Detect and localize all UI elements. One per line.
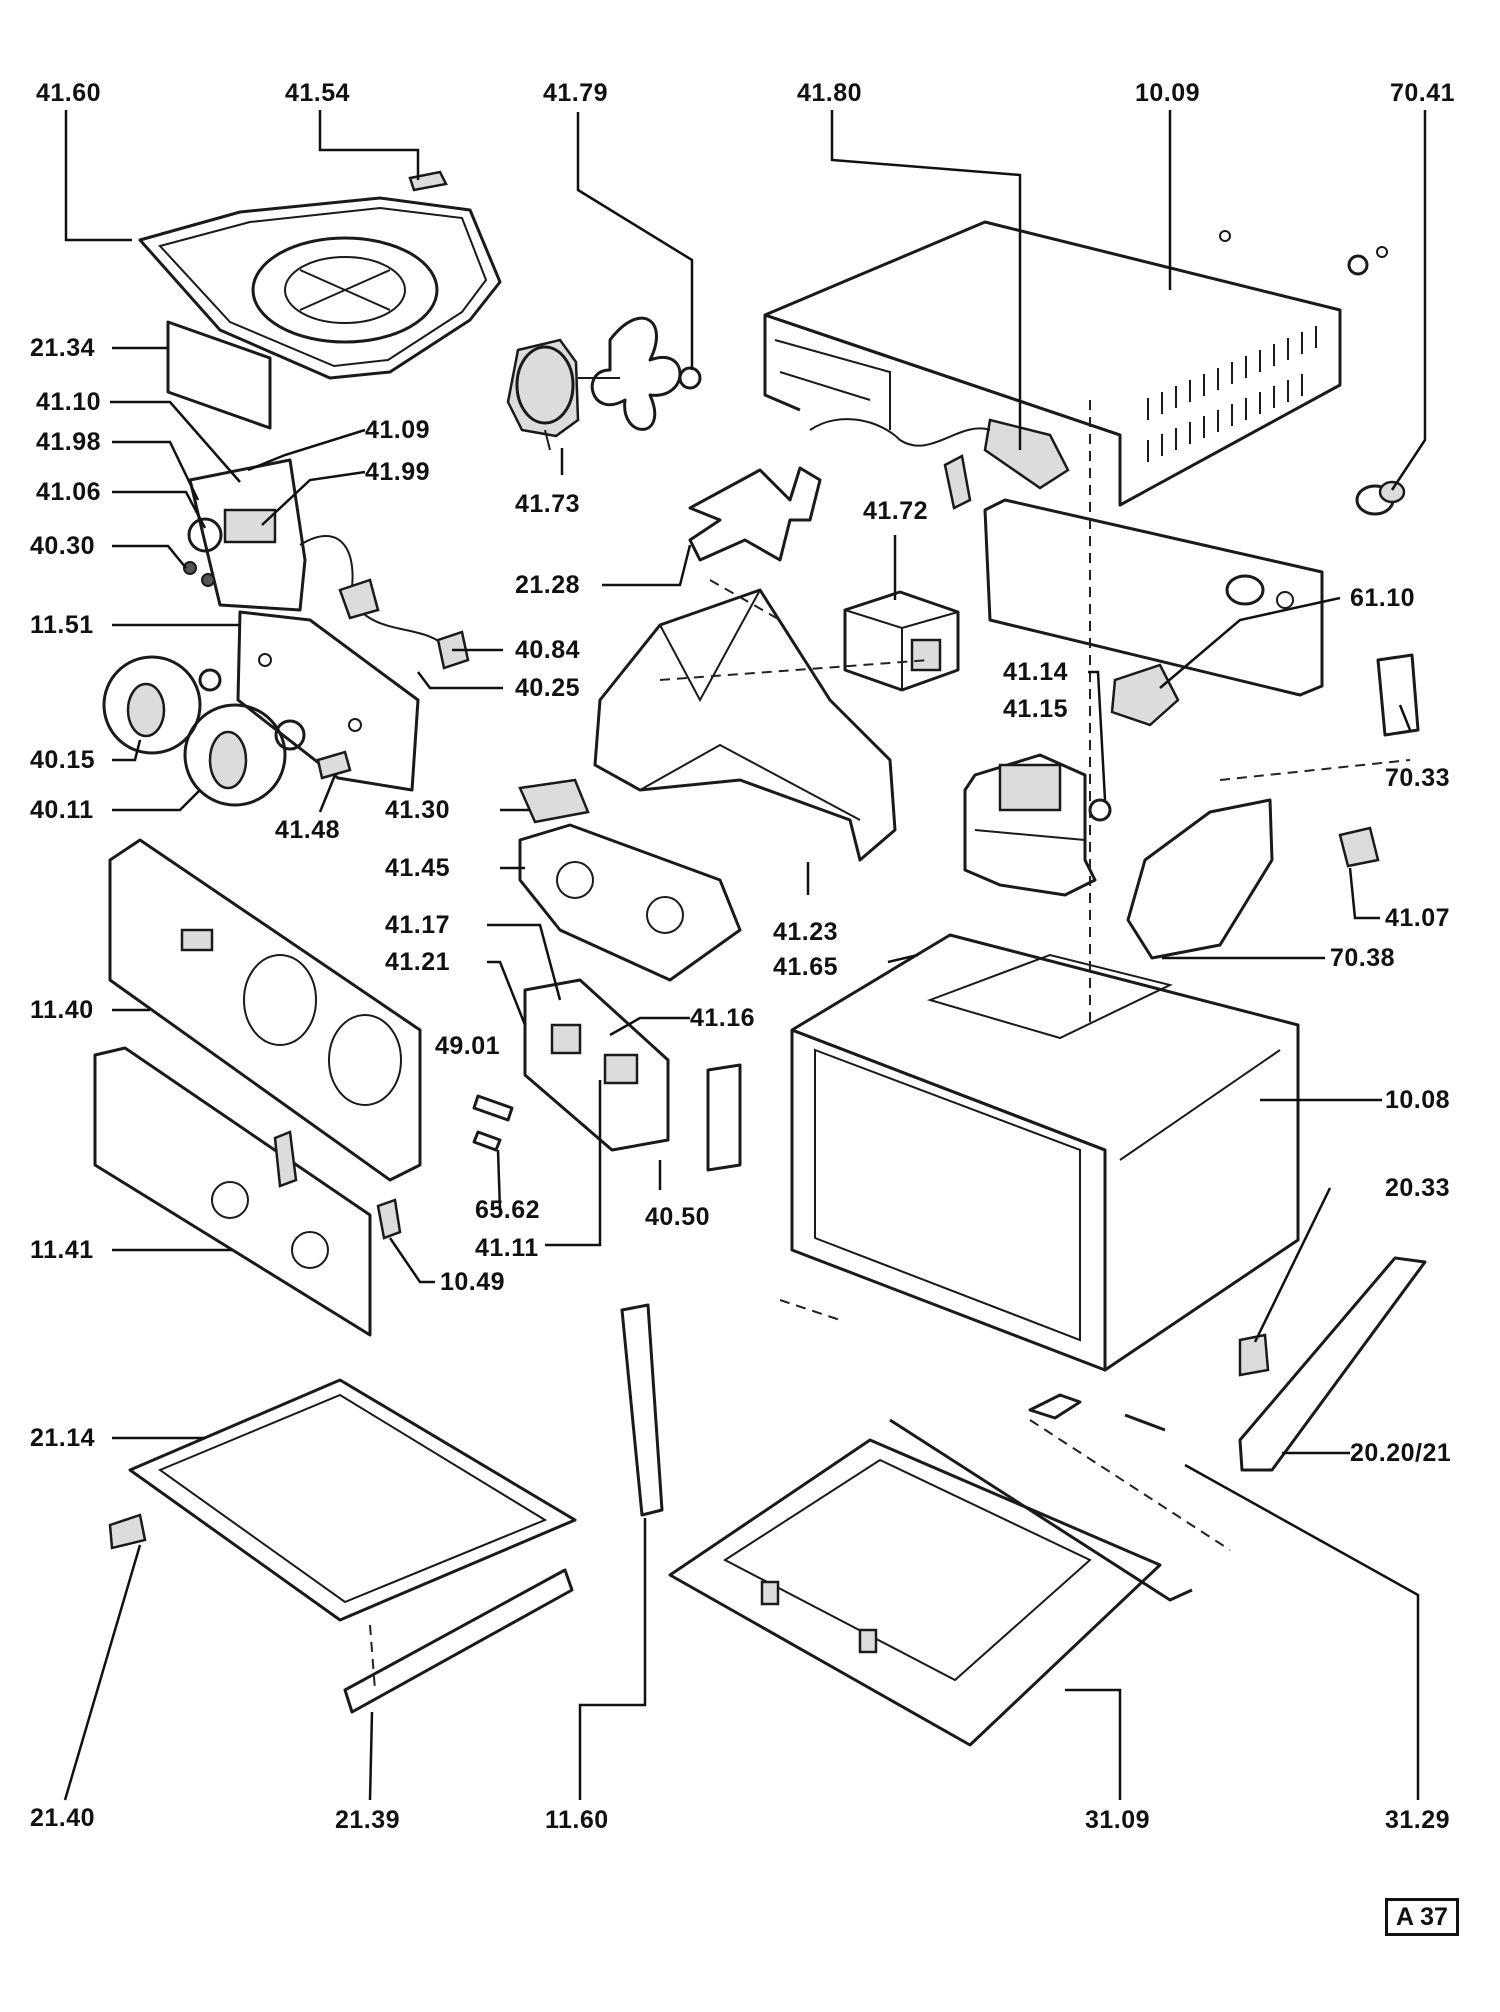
callout-21-39: 21.39	[335, 1806, 401, 1834]
spring-clip	[316, 750, 352, 780]
callout-41-11: 41.11	[475, 1234, 539, 1262]
callout-41-30: 41.30	[385, 796, 451, 824]
callout-21-40: 21.40	[30, 1804, 96, 1832]
callout-20-20-21: 20.20/21	[1350, 1439, 1452, 1467]
hinge-rod	[889, 1393, 1193, 1602]
fan-motor-assembly	[506, 316, 702, 451]
lamp-holder	[1355, 480, 1406, 516]
lamp-assembly	[1338, 653, 1420, 868]
assembly-dashed-lines	[369, 400, 1411, 1691]
callout-41-07: 41.07	[1385, 904, 1451, 932]
lamp-cover	[1126, 798, 1274, 960]
callout-41-09: 41.09	[365, 416, 431, 444]
page-reference-box: A 37	[1385, 1898, 1459, 1936]
callout-31-29: 31.29	[1385, 1806, 1451, 1834]
callout-10-49: 10.49	[440, 1268, 506, 1296]
callout-41-17: 41.17	[385, 911, 451, 939]
control-pcb	[187, 458, 470, 670]
callout-65-62: 65.62	[475, 1196, 541, 1224]
front-control-panel	[108, 838, 422, 1182]
callout-40-30: 40.30	[30, 532, 96, 560]
callout-40-25: 40.25	[515, 674, 581, 702]
callout-41-16: 41.16	[690, 1004, 756, 1032]
waveguide-plate	[688, 466, 822, 562]
callout-11-51: 11.51	[30, 611, 94, 639]
rear-panel	[983, 498, 1324, 727]
oven-door	[668, 1438, 1162, 1747]
pins	[472, 1094, 514, 1152]
fascia-panel	[93, 1046, 372, 1337]
door-seal-strip	[620, 1303, 664, 1517]
callout-41-14: 41.14	[1003, 658, 1069, 686]
callout-41-06: 41.06	[36, 478, 102, 506]
choke-frame	[108, 1378, 577, 1714]
outer-cabinet-cover	[763, 220, 1388, 507]
door-switch	[518, 778, 590, 824]
callout-40-15: 40.15	[30, 746, 96, 774]
door-clip	[376, 1198, 402, 1240]
callout-41-98: 41.98	[36, 428, 102, 456]
timer-board	[523, 978, 670, 1152]
callout-40-11: 40.11	[30, 796, 94, 824]
callout-41-79: 41.79	[543, 79, 609, 107]
callout-41-10: 41.10	[36, 388, 102, 416]
callout-11-60: 11.60	[545, 1806, 609, 1834]
callout-41-72: 41.72	[863, 497, 929, 525]
callout-20-33: 20.33	[1385, 1174, 1451, 1202]
callout-41-60: 41.60	[36, 79, 102, 107]
high-voltage-capacitor	[809, 418, 1070, 510]
callout-41-21: 41.21	[385, 948, 451, 976]
callout-10-09: 10.09	[1135, 79, 1201, 107]
callout-41-80: 41.80	[797, 79, 863, 107]
callout-40-84: 40.84	[515, 636, 581, 664]
latch-block	[518, 823, 742, 982]
knob-bracket	[236, 610, 420, 792]
callout-41-15: 41.15	[1003, 695, 1069, 723]
callout-21-34: 21.34	[30, 334, 96, 362]
shield-plate	[166, 320, 272, 430]
callout-41-54: 41.54	[285, 79, 351, 107]
callout-10-08: 10.08	[1385, 1086, 1451, 1114]
callout-41-23: 41.23	[773, 918, 839, 946]
latch-hook	[706, 1063, 742, 1172]
callout-41-99: 41.99	[365, 458, 431, 486]
callout-31-09: 31.09	[1085, 1806, 1151, 1834]
callout-41-48: 41.48	[275, 816, 341, 844]
callout-70-41: 70.41	[1390, 79, 1456, 107]
callout-49-01: 49.01	[435, 1032, 501, 1060]
callout-11-41: 11.41	[30, 1236, 94, 1264]
callout-41-65: 41.65	[773, 953, 839, 981]
callout-70-33: 70.33	[1385, 764, 1451, 792]
callout-70-38: 70.38	[1330, 944, 1396, 972]
magnetron	[963, 753, 1112, 897]
callout-40-50: 40.50	[645, 1203, 711, 1231]
oven-cavity	[790, 933, 1300, 1372]
waveguide-housing	[593, 588, 897, 862]
small-fasteners	[183, 561, 215, 587]
callout-21-28: 21.28	[515, 571, 581, 599]
side-trim	[1238, 1256, 1427, 1472]
leader-lines	[63, 110, 1427, 1801]
callout-61-10: 61.10	[1350, 584, 1416, 612]
callout-41-45: 41.45	[385, 854, 451, 882]
stirrer-base-plate	[138, 170, 502, 380]
callout-21-14: 21.14	[30, 1424, 96, 1452]
hv-transformer	[843, 590, 960, 692]
callout-11-40: 11.40	[30, 996, 94, 1024]
control-knobs	[102, 655, 306, 807]
callout-41-73: 41.73	[515, 490, 581, 518]
hinge-block	[1238, 1333, 1270, 1377]
